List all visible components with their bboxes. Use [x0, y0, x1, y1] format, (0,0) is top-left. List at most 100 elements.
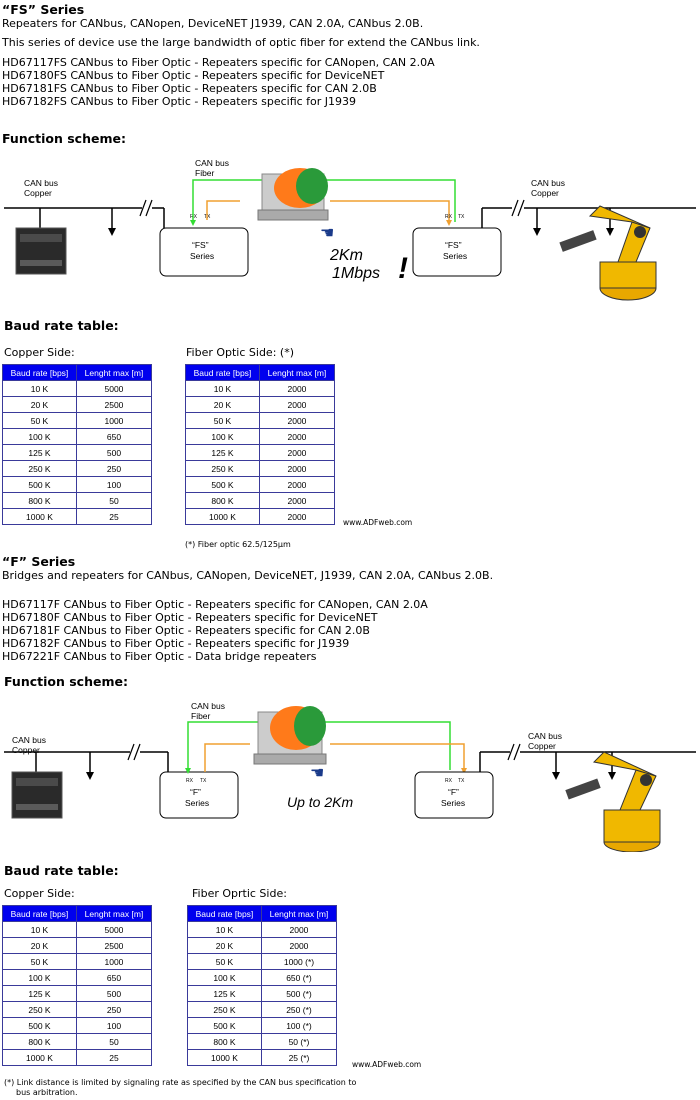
- length-max-cell: 50: [75, 492, 153, 509]
- fs-repeater-box-left: [159, 227, 249, 277]
- table-header-row: Baud rate [bps] Lenght max [m]: [2, 905, 153, 922]
- baud-rate-cell: 125 K: [2, 985, 77, 1002]
- column-header: Lenght max [m]: [75, 364, 153, 381]
- f-series-subtitle: Bridges and repeaters for CANbus, CANope…: [2, 569, 494, 582]
- fs-box-label: Series: [443, 251, 467, 261]
- rx-label: RX: [186, 778, 194, 784]
- f-product-line: HD67221F CANbus to Fiber Optic - Data br…: [2, 650, 317, 663]
- f-box-label: “F”: [448, 787, 459, 797]
- baud-rate-cell: 20 K: [185, 396, 260, 413]
- length-max-cell: 2500: [75, 937, 153, 954]
- f-footnote-line: (*) Link distance is limited by signalin…: [4, 1078, 357, 1087]
- baud-rate-cell: 125 K: [187, 985, 262, 1002]
- fs-function-scheme-heading: Function scheme:: [2, 131, 126, 146]
- fs-footnote: (*) Fiber optic 62.5/125µm: [185, 540, 291, 549]
- column-header: Baud rate [bps]: [187, 905, 262, 922]
- length-max-cell: 2000: [258, 460, 336, 477]
- length-max-cell: 2000: [258, 396, 336, 413]
- f-copper-left-label: Copper: [12, 745, 40, 755]
- length-max-cell: 5000: [75, 921, 153, 938]
- fs-repeater-box-right: [412, 227, 502, 277]
- fs-box-label: “FS”: [445, 240, 462, 250]
- baud-rate-cell: 100 K: [187, 969, 262, 986]
- baud-rate-cell: 800 K: [187, 1033, 262, 1050]
- rx-label: RX: [190, 214, 198, 220]
- baud-rate-cell: 20 K: [2, 396, 77, 413]
- length-max-cell: 500: [75, 444, 153, 461]
- length-max-cell: 2000: [258, 492, 336, 509]
- length-max-cell: 50 (*): [260, 1033, 338, 1050]
- fs-fiber-label: Fiber: [195, 168, 215, 178]
- fs-series-title: “FS” Series: [2, 2, 85, 17]
- baud-rate-cell: 20 K: [187, 937, 262, 954]
- fiber-spool-image: [253, 706, 327, 765]
- fs-copper-left-label: CAN bus: [24, 178, 58, 188]
- baud-rate-cell: 1000 K: [2, 508, 77, 525]
- column-header: Lenght max [m]: [260, 905, 338, 922]
- fs-copper-right-label: Copper: [531, 188, 559, 198]
- baud-rate-cell: 1000 K: [187, 1049, 262, 1066]
- table-header-row: Baud rate [bps] Lenght max [m]: [2, 364, 153, 381]
- length-max-cell: 2000: [260, 921, 338, 938]
- fs-copper-left-label: Copper: [24, 188, 52, 198]
- length-max-cell: 25 (*): [260, 1049, 338, 1066]
- fs-copper-right-label: CAN bus: [531, 178, 565, 188]
- baud-rate-cell: 50 K: [2, 412, 77, 429]
- f-copper-side-label: Copper Side:: [4, 887, 75, 900]
- length-max-cell: 2000: [260, 937, 338, 954]
- fs-speed-label: 1Mbps: [332, 265, 380, 282]
- baud-rate-cell: 800 K: [185, 492, 260, 509]
- column-header: Lenght max [m]: [75, 905, 153, 922]
- length-max-cell: 2000: [258, 428, 336, 445]
- length-max-cell: 2000: [258, 444, 336, 461]
- f-product-line: HD67181F CANbus to Fiber Optic - Repeate…: [2, 624, 370, 637]
- f-fiber-label: Fiber: [191, 711, 211, 721]
- length-max-cell: 2000: [258, 380, 336, 397]
- exclamation-mark: !: [398, 252, 408, 285]
- baud-rate-cell: 125 K: [2, 444, 77, 461]
- hand-cursor-icon: ☚: [310, 765, 324, 782]
- baud-rate-cell: 100 K: [2, 969, 77, 986]
- tx-label: TX: [200, 778, 207, 784]
- fs-copper-side-label: Copper Side:: [4, 346, 75, 359]
- length-max-cell: 250 (*): [260, 1001, 338, 1018]
- fs-product-line: HD67117FS CANbus to Fiber Optic - Repeat…: [2, 56, 435, 69]
- f-fiber-label: CAN bus: [191, 701, 225, 711]
- baud-rate-cell: 250 K: [2, 460, 77, 477]
- fs-product-line: HD67180FS CANbus to Fiber Optic - Repeat…: [2, 69, 385, 82]
- baud-rate-cell: 50 K: [2, 953, 77, 970]
- plc-device-image: [11, 771, 63, 819]
- baud-rate-cell: 500 K: [2, 1017, 77, 1034]
- table-header-row: Baud rate [bps] Lenght max [m]: [185, 364, 336, 381]
- baud-rate-cell: 1000 K: [2, 1049, 77, 1066]
- hand-cursor-icon: ☚: [320, 225, 334, 242]
- column-header: Baud rate [bps]: [2, 364, 77, 381]
- length-max-cell: 25: [75, 508, 153, 525]
